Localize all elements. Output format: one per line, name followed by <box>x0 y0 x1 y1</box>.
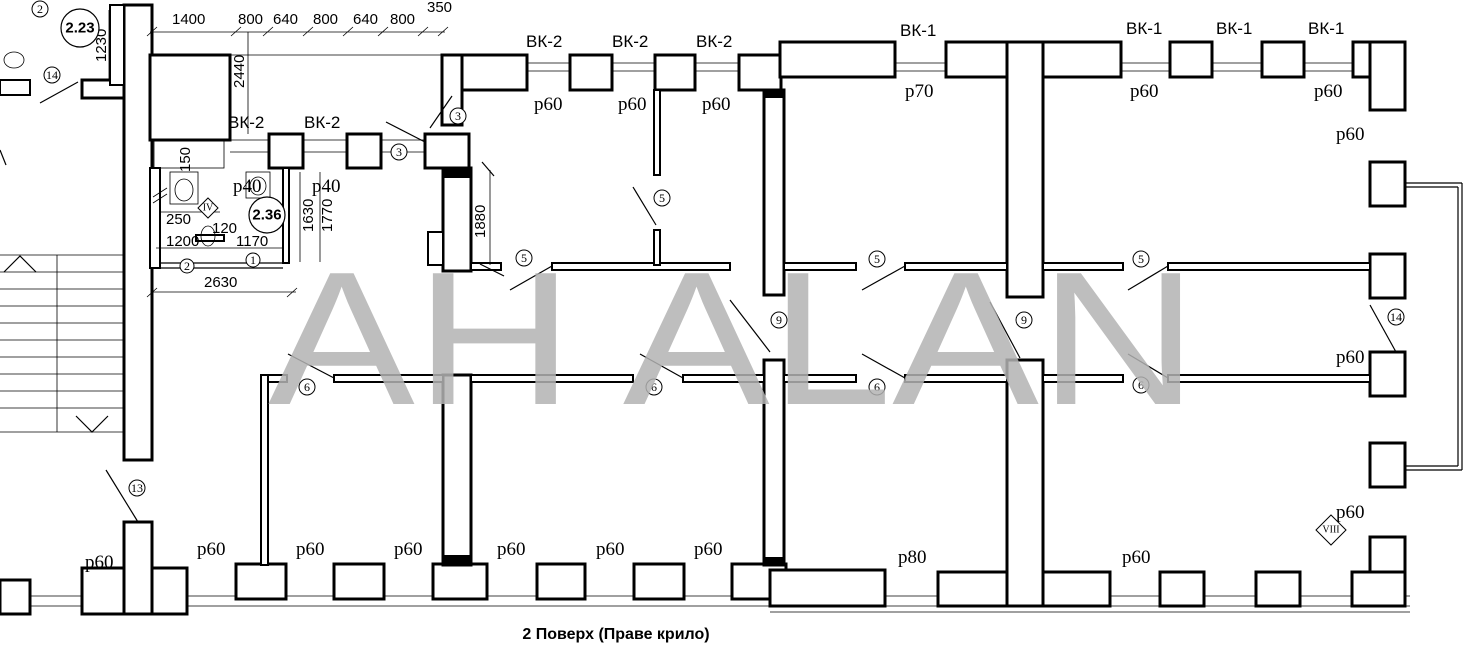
dimension-text: 150 <box>177 147 194 172</box>
window-labels: ВК-2 ВК-2 ВК-2 ВК-1 ВК-1 ВК-1 ВК-1 ВК-2 … <box>228 19 1344 132</box>
dimension-text: 2440 <box>231 55 248 88</box>
dimension-text: 1770 <box>319 199 336 232</box>
roman-mark: IV <box>203 203 214 214</box>
floor-caption: 2 Поверх (Праве крило) <box>522 626 710 643</box>
window-label: ВК-1 <box>1216 19 1252 38</box>
circle-mark: 3 <box>396 145 402 159</box>
dimension-text: 1400 <box>172 11 205 28</box>
roman-mark: VIII <box>1322 525 1339 536</box>
dimension-text: 350 <box>427 0 452 16</box>
interior-walls <box>0 3 786 567</box>
bottom-wall-piers <box>0 358 1407 616</box>
roman-marks: IV VIII <box>197 197 1347 546</box>
circle-mark: 5 <box>659 191 665 205</box>
opening-label: р80 <box>898 547 927 568</box>
circle-mark: 9 <box>1021 313 1027 327</box>
watermark: AH ALAN <box>268 233 1198 445</box>
dimension-text: 120 <box>212 220 237 237</box>
dimension-text: 2630 <box>204 274 237 291</box>
circle-mark: 5 <box>521 251 527 265</box>
circle-mark: 6 <box>651 380 657 394</box>
opening-label: р60 <box>1336 347 1365 368</box>
window-label: ВК-1 <box>1126 19 1162 38</box>
circle-mark: 5 <box>1138 252 1144 266</box>
circle-mark: 2 <box>184 259 190 273</box>
circle-mark: 14 <box>1390 310 1402 324</box>
staircase <box>0 254 124 433</box>
top-wall-piers <box>267 40 1407 299</box>
opening-label: р60 <box>694 539 723 560</box>
opening-label: р60 <box>1336 124 1365 145</box>
dimension-text: 1200 <box>166 233 199 250</box>
door-swings <box>0 81 1397 523</box>
circle-mark: 3 <box>455 109 461 123</box>
window-label: ВК-1 <box>900 21 936 40</box>
circle-mark: 6 <box>874 380 880 394</box>
opening-label: р60 <box>1336 502 1365 523</box>
opening-label: р60 <box>497 539 526 560</box>
opening-labels: р60 р60 р60 р70 р60 р60 р60 р60 р60 р60 … <box>85 81 1365 573</box>
opening-label: р60 <box>702 94 731 115</box>
window-label: ВК-1 <box>1308 19 1344 38</box>
circle-mark: 1 <box>250 253 256 267</box>
dimension-text: 800 <box>313 11 338 28</box>
circle-marks: 2 14 3 3 5 5 5 5 6 6 6 6 9 9 14 13 2 1 <box>31 0 1405 497</box>
window-label: ВК-2 <box>304 113 340 132</box>
opening-label: р60 <box>394 539 423 560</box>
dimension-text: 1630 <box>300 199 317 232</box>
opening-label: р70 <box>905 81 934 102</box>
window-label: ВК-2 <box>526 32 562 51</box>
circle-mark: 9 <box>776 313 782 327</box>
window-label: ВК-2 <box>228 113 264 132</box>
circle-mark: 2 <box>37 2 43 16</box>
window-label: ВК-2 <box>612 32 648 51</box>
circle-mark: 13 <box>131 481 143 495</box>
window-label: ВК-2 <box>696 32 732 51</box>
dimension-text: 250 <box>166 211 191 228</box>
opening-label: р60 <box>1122 547 1151 568</box>
dimension-texts: 1400 800 640 800 640 800 350 1230 2440 1… <box>93 0 489 291</box>
opening-label: р60 <box>596 539 625 560</box>
opening-label: р60 <box>618 94 647 115</box>
circle-mark: 6 <box>1138 378 1144 392</box>
dimension-text: 800 <box>238 11 263 28</box>
opening-label: р60 <box>534 94 563 115</box>
dimension-text: 1880 <box>472 205 489 238</box>
dimension-text: 640 <box>273 11 298 28</box>
circle-mark: 6 <box>304 380 310 394</box>
bathroom-fixtures <box>3 51 271 247</box>
opening-label: р60 <box>1130 81 1159 102</box>
right-wall-piers <box>1368 160 1463 607</box>
opening-label: р60 <box>1314 81 1343 102</box>
opening-label: р60 <box>85 552 114 573</box>
corridor-partitions <box>149 89 1371 566</box>
opening-label: р60 <box>197 539 226 560</box>
dimension-text: 640 <box>353 11 378 28</box>
room-number: 2.36 <box>252 207 281 224</box>
room-numbers: 2.23 2.36 <box>60 8 286 234</box>
dimension-text: 1170 <box>236 233 268 250</box>
opening-label: р60 <box>296 539 325 560</box>
dimension-text: 800 <box>390 11 415 28</box>
opening-label: р40 <box>312 176 341 197</box>
room-number: 2.23 <box>65 20 94 37</box>
circle-mark: 14 <box>46 68 58 82</box>
circle-mark: 5 <box>874 252 880 266</box>
opening-label: р40 <box>233 176 262 197</box>
